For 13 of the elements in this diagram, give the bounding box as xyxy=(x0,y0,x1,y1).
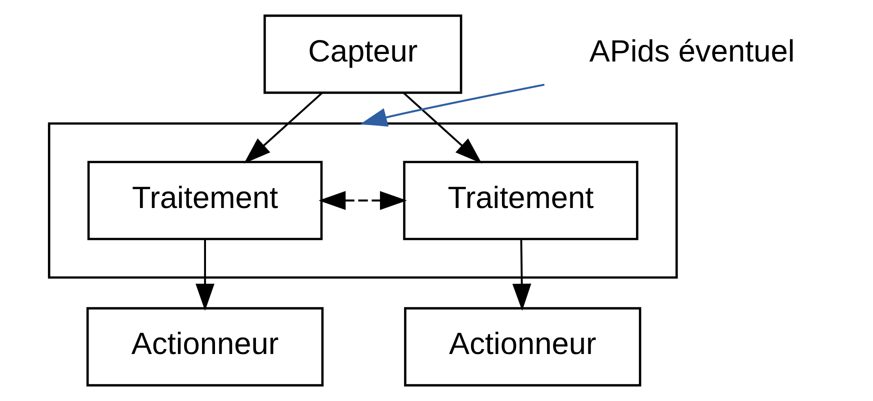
arrow xyxy=(196,239,214,311)
arrow xyxy=(360,84,545,127)
arrow xyxy=(318,191,407,210)
cluster xyxy=(48,122,678,279)
node-box: Actionneur xyxy=(86,307,324,386)
node-text: APids éventuel xyxy=(589,34,795,69)
arrow xyxy=(512,239,532,311)
node-box: Traitement xyxy=(87,160,323,240)
node-box: Actionneur xyxy=(404,307,642,386)
node-box: Traitement xyxy=(403,160,638,240)
node-box: Capteur xyxy=(264,14,462,94)
arrow xyxy=(402,92,482,164)
arrow xyxy=(244,92,323,164)
